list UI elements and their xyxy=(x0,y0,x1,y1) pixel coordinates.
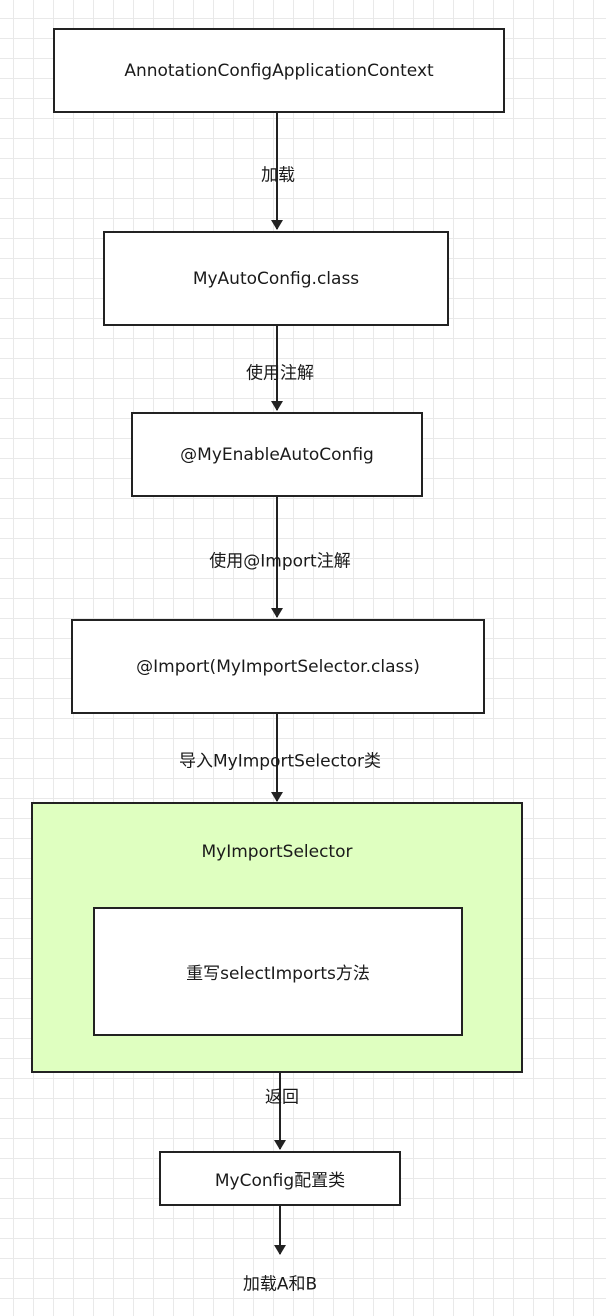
edge-label-import-selector: 导入MyImportSelector类 xyxy=(179,751,381,772)
edge-label-return: 返回 xyxy=(265,1087,299,1108)
edge-label-load: 加载 xyxy=(261,165,295,186)
edge-label-load-ab: 加载A和B xyxy=(242,1274,318,1295)
select-imports-box: 重写selectImports方法 xyxy=(93,907,463,1036)
import-selector-title: MyImportSelector xyxy=(201,842,353,862)
edge-label-use-annotation: 使用注解 xyxy=(246,363,314,384)
import-annotation-box: @Import(MyImportSelector.class) xyxy=(71,619,485,714)
context-box: AnnotationConfigApplicationContext xyxy=(53,28,505,113)
auto-config-box: MyAutoConfig.class xyxy=(103,231,449,326)
my-config-box: MyConfig配置类 xyxy=(159,1151,401,1206)
enable-annotation-box: @MyEnableAutoConfig xyxy=(131,412,423,497)
edge-label-use-import: 使用@Import注解 xyxy=(209,551,351,572)
